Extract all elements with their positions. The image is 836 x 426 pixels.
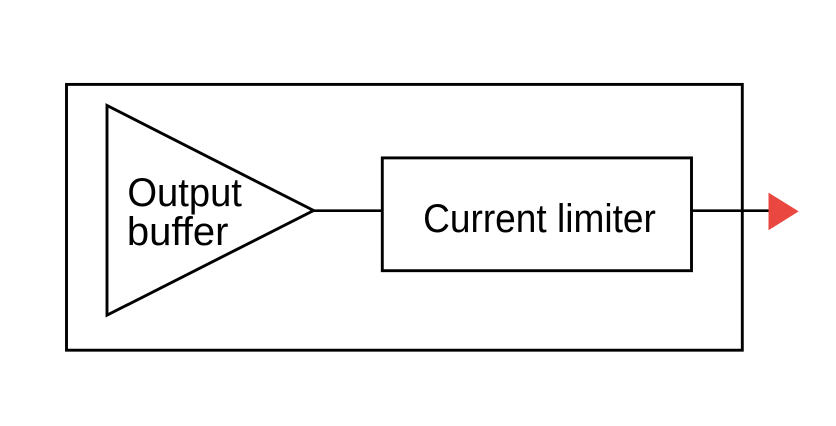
svg-text:Current limiter: Current limiter	[423, 197, 656, 241]
svg-text:Output: Output	[127, 171, 241, 215]
svg-text:buffer: buffer	[127, 210, 229, 254]
